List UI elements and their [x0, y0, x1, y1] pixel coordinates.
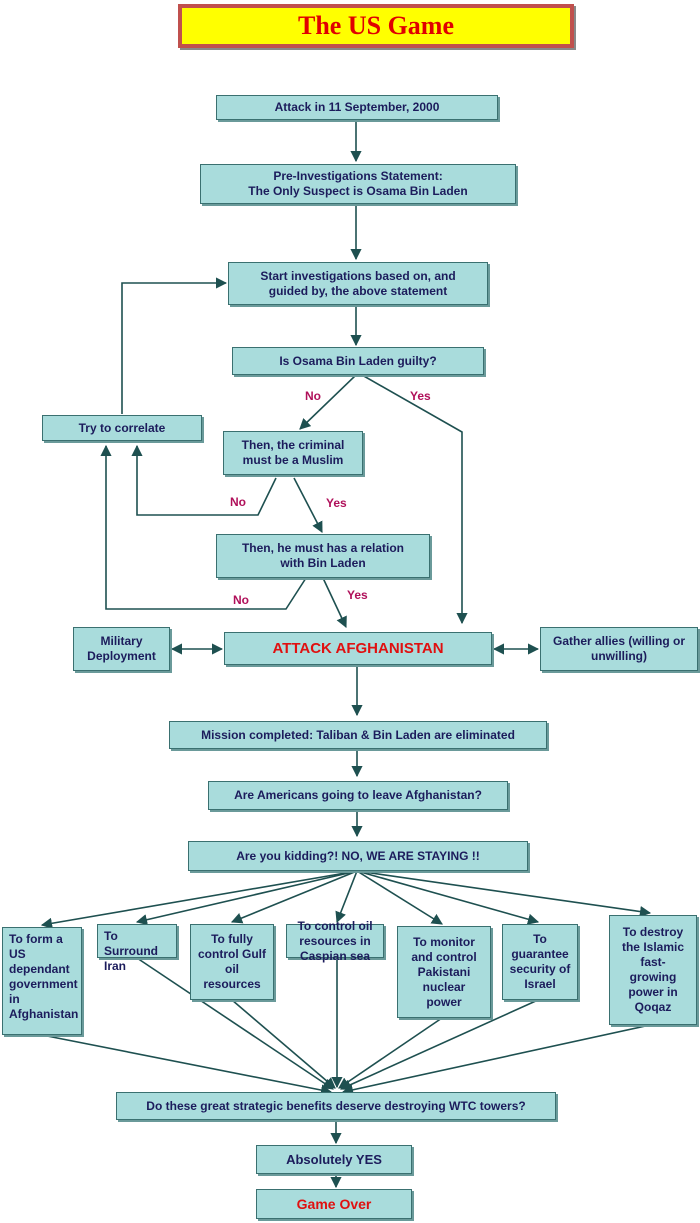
node-attack: Attack in 11 September, 2000 — [216, 95, 498, 120]
edge-kidding-to-benefit-3 — [230, 870, 358, 924]
edge-muslim-no — [131, 444, 277, 516]
node-military-deployment: Military Deployment — [73, 627, 170, 671]
node-benefit-destroy-qoqaz: To destroy the Islamic fast- growing pow… — [609, 915, 697, 1025]
node-benefit-israel-security: To guarantee security of Israel — [502, 924, 578, 1000]
node-criminal-muslim: Then, the criminal must be a Muslim — [223, 431, 363, 475]
edge-relation-yes — [322, 577, 347, 629]
node-try-correlate: Try to correlate — [42, 415, 202, 441]
edge-label-no-muslim: No — [230, 495, 246, 509]
edge-label-yes-relation: Yes — [347, 588, 368, 602]
diagram-title: The US Game — [178, 4, 574, 48]
node-absolutely-yes: Absolutely YES — [256, 1145, 412, 1174]
node-mission-completed: Mission completed: Taliban & Bin Laden a… — [169, 721, 547, 749]
node-game-over: Game Over — [256, 1189, 412, 1219]
node-is-guilty: Is Osama Bin Laden guilty? — [232, 347, 484, 375]
node-leave-afghanistan: Are Americans going to leave Afghanistan… — [208, 781, 508, 810]
edge-label-yes-muslim: Yes — [326, 496, 347, 510]
edge-kidding-to-benefit-6 — [356, 870, 540, 925]
edge-label-yes-guilty: Yes — [410, 389, 431, 403]
edge-muslim-yes — [293, 477, 323, 533]
node-benefit-gulf-oil: To fully control Gulf oil resources — [190, 924, 274, 1000]
edge-label-no-guilty: No — [305, 389, 321, 403]
title-text: The US Game — [298, 11, 454, 40]
edge-kidding-to-benefit-4 — [335, 870, 358, 924]
edge-guilty-no — [299, 374, 357, 430]
edge-kidding-to-benefit-5 — [356, 870, 443, 925]
node-pre-statement: Pre-Investigations Statement: The Only S… — [200, 164, 516, 204]
edge-kidding-to-benefit-1 — [40, 870, 358, 929]
edge-benefit-3-to-deserve — [231, 999, 336, 1089]
node-benefit-us-government: To form a US dependant government in Afg… — [2, 927, 82, 1035]
node-deserve-destroying: Do these great strategic benefits deserv… — [116, 1092, 556, 1120]
node-relation: Then, he must has a relation with Bin La… — [216, 534, 430, 578]
edge-kidding-to-benefit-2 — [135, 870, 358, 926]
edge-kidding-to-benefit-7 — [356, 870, 652, 918]
edge-guilty-yes — [361, 374, 468, 625]
edge-relation-no — [100, 444, 307, 610]
edge-benefit-1-to-deserve — [41, 1034, 333, 1096]
node-benefit-pakistan-nuclear: To monitor and control Pakistani nuclear… — [397, 926, 491, 1018]
node-benefit-caspian-oil: To control oil resources in Caspian sea — [286, 919, 384, 963]
edge-benefit-5-to-deserve — [338, 1017, 443, 1089]
edge-benefit-6-to-deserve — [339, 999, 539, 1090]
edge-correlate-to-investigate — [121, 277, 228, 414]
node-are-you-kidding: Are you kidding?! NO, WE ARE STAYING !! — [188, 841, 528, 871]
node-start-investigations: Start investigations based on, and guide… — [228, 262, 488, 305]
node-attack-afghanistan: ATTACK AFGHANISTAN — [224, 632, 492, 665]
node-gather-allies: Gather allies (willing or unwilling) — [540, 627, 698, 671]
edge-label-no-relation: No — [233, 593, 249, 607]
node-benefit-surround-iran: To Surround Iran — [97, 924, 177, 973]
edge-benefit-7-to-deserve — [341, 1024, 651, 1096]
edge-benefit-2-to-deserve — [136, 957, 334, 1090]
